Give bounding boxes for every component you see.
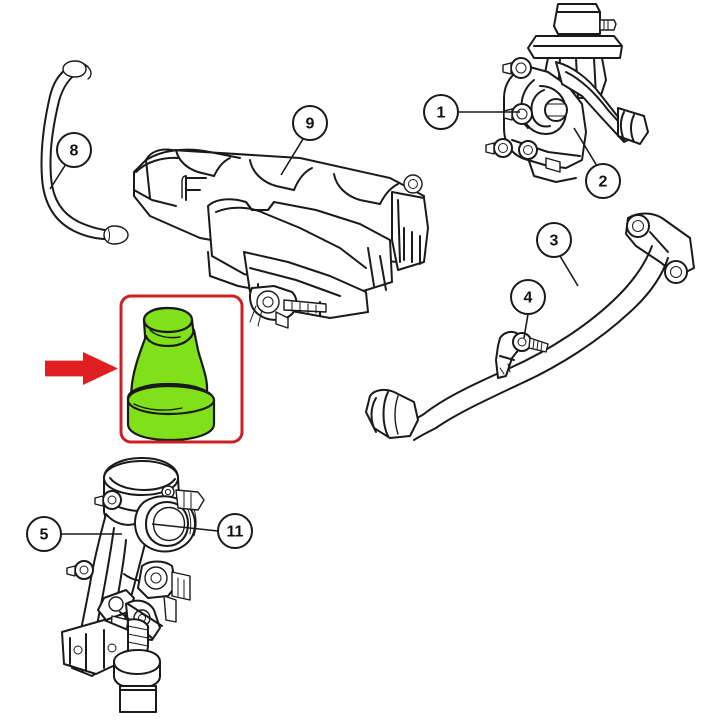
callout-leader-11 [151, 523, 219, 532]
callout-bubble-2[interactable] [585, 163, 621, 199]
callout-bubble-8[interactable] [56, 132, 92, 168]
callout-layer: 1 2 3 4 5 8 9 11 [26, 94, 621, 552]
egr-bolt-lower-left [485, 138, 513, 158]
callout-9[interactable]: 9 [280, 105, 328, 176]
callout-bubble-9[interactable] [292, 105, 328, 141]
part-throttle-body-port-seal [134, 495, 197, 553]
part-intake-manifold [133, 148, 429, 329]
tube-support-bracket [495, 330, 549, 379]
throttle-body-boss-lower [66, 560, 94, 580]
callout-2[interactable]: 2 [573, 127, 621, 199]
throttle-body-boss-upper [94, 490, 122, 510]
egr-bolt-left [503, 103, 533, 125]
callout-11[interactable]: 11 [151, 513, 253, 549]
callout-label-1: 1 [437, 105, 446, 122]
callout-label-11: 11 [227, 524, 244, 541]
hose-flange-lip [126, 384, 216, 416]
callout-1[interactable]: 1 [423, 94, 520, 130]
callout-bubble-4[interactable] [510, 279, 546, 315]
callout-label-8: 8 [70, 143, 79, 160]
callout-bubble-11[interactable] [217, 513, 253, 549]
callout-4[interactable]: 4 [510, 279, 546, 339]
callout-bubble-1[interactable] [423, 94, 459, 130]
part-throttle-body-assembly [61, 457, 205, 713]
egr-bolt-upper-left [502, 57, 532, 79]
callout-label-3: 3 [550, 233, 559, 250]
callout-leader-4 [523, 313, 529, 339]
callout-3[interactable]: 3 [536, 222, 579, 287]
callout-leader-9 [280, 138, 304, 176]
callout-label-4: 4 [524, 290, 533, 307]
callout-label-9: 9 [306, 116, 315, 133]
callout-bubble-5[interactable] [26, 516, 62, 552]
part-egr-valve-assembly [485, 3, 649, 183]
egr-bolt-mid [544, 98, 568, 122]
callout-label-2: 2 [599, 174, 608, 191]
callout-leader-3 [559, 255, 579, 287]
red-pointer-arrow [45, 352, 118, 385]
hose-top-opening [142, 306, 194, 334]
part-vacuum-hose [40, 60, 129, 245]
callout-leader-8 [49, 163, 67, 190]
callout-label-5: 5 [40, 527, 49, 544]
part-air-inlet-hose-highlighted [126, 306, 216, 442]
callout-8[interactable]: 8 [49, 132, 92, 190]
egr-bolt-lower-mid [518, 140, 538, 160]
highlight-box [119, 294, 244, 444]
callout-5[interactable]: 5 [26, 516, 122, 552]
part-egr-transfer-tube [365, 212, 695, 441]
callout-leader-2 [573, 127, 598, 167]
callout-bubble-3[interactable] [536, 222, 572, 258]
